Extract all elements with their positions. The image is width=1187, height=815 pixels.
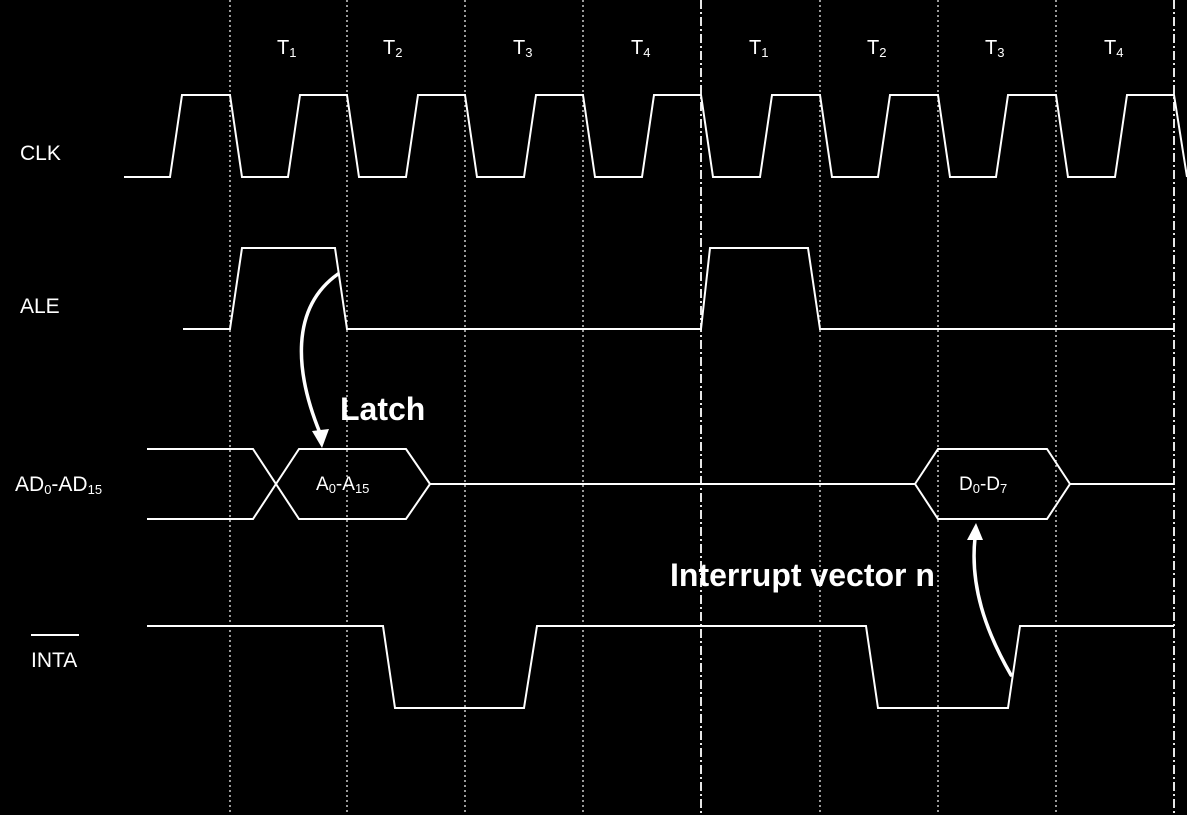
t-state-label: T3 (513, 37, 533, 60)
t-state-label: T4 (631, 37, 651, 60)
t-state-label: T3 (985, 37, 1005, 60)
t-state-label: T1 (749, 37, 769, 60)
address-bus-value: A0-A15 (316, 474, 370, 496)
ad-bus-data-upper-line (914, 448, 1071, 485)
ad-bus-lower-line (147, 448, 431, 520)
inta-label: INTA (31, 649, 78, 672)
ad-bus-upper-line (147, 448, 1174, 520)
clk-waveform (124, 94, 1187, 178)
interrupt-vector-annotation: Interrupt vector n (670, 557, 935, 593)
interrupt-vector-arrow (967, 523, 1013, 677)
t-state-label: T4 (1104, 37, 1124, 60)
t-state-label: T2 (867, 37, 887, 60)
data-bus-value: D0-D7 (959, 474, 1008, 496)
ad-bus-label: AD0-AD15 (15, 473, 103, 497)
latch-annotation: Latch (340, 391, 426, 427)
ale-waveform (183, 247, 1174, 330)
inta-waveform (147, 625, 1174, 709)
clk-label: CLK (20, 142, 61, 165)
t-state-label: T2 (383, 37, 403, 60)
t-state-gridlines (229, 0, 1175, 815)
ad-bus-waveform (147, 448, 1174, 520)
ale-label: ALE (20, 295, 60, 318)
latch-arrow (299, 272, 340, 448)
t-state-label: T1 (277, 37, 297, 60)
